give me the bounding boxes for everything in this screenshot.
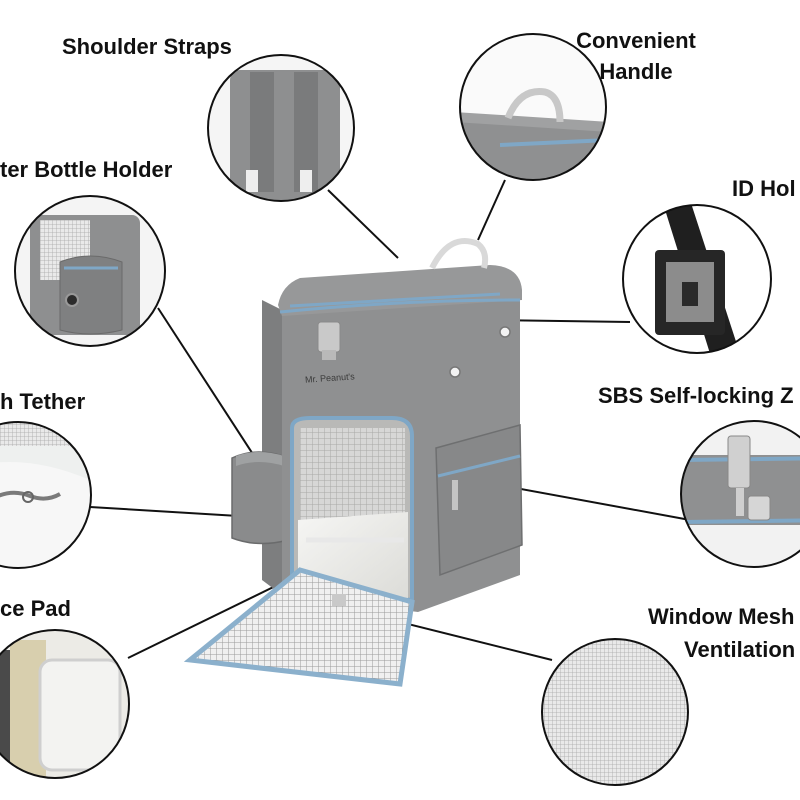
label-convenient-handle-line2: Handle — [599, 59, 673, 84]
label-water-bottle-holder: ter Bottle Holder — [0, 157, 173, 182]
backpack-body — [183, 238, 523, 687]
fleece-pad-detail — [0, 630, 129, 778]
shoulder-straps-detail — [208, 55, 354, 201]
label-fleece-pad: ce Pad — [0, 596, 71, 621]
shoulder-straps-circle — [207, 54, 355, 202]
water-bottle-holder-circle — [14, 195, 166, 347]
leash-tether-detail — [0, 422, 91, 568]
leader-line-handle — [477, 179, 506, 241]
window-mesh-circle — [541, 638, 689, 786]
label-window-mesh-line1: Window Mesh — [648, 604, 795, 629]
leader-line-pad — [127, 573, 301, 659]
label-id-holder: ID Hol — [732, 176, 796, 201]
window-mesh-detail — [542, 639, 688, 785]
sbs-zipper-detail — [681, 421, 800, 567]
water-bottle-holder-detail — [15, 196, 165, 346]
fleece-pad-circle — [0, 629, 130, 779]
leash-tether-circle — [0, 421, 92, 569]
id-holder-detail — [623, 205, 771, 353]
label-shoulder-straps: Shoulder Straps — [62, 34, 232, 59]
sbs-zipper-circle — [680, 420, 800, 568]
leader-line-straps — [327, 189, 399, 259]
id-holder-circle — [622, 204, 772, 354]
leader-line-bottle — [157, 307, 259, 463]
label-sbs-zipper: SBS Self-locking Z — [598, 383, 794, 408]
label-leash-tether: h Tether — [0, 389, 86, 414]
convenient-handle-circle — [459, 33, 607, 181]
label-convenient-handle-line1: Convenient — [576, 28, 696, 53]
label-window-mesh-line2: Ventilation — [684, 637, 796, 662]
